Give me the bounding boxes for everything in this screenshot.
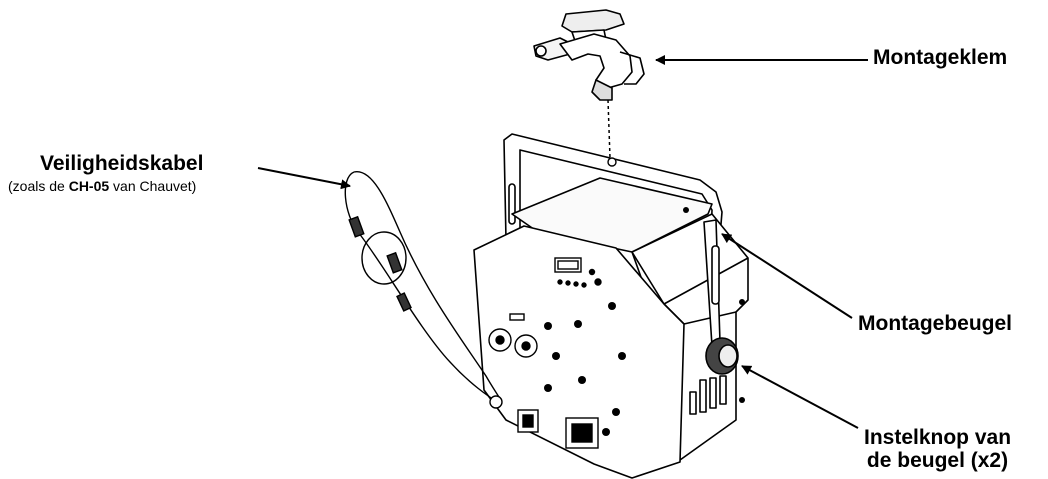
arrow-mounting-bracket bbox=[721, 233, 853, 319]
label-mounting-clamp: Montageklem bbox=[873, 46, 1008, 69]
note-model: CH-05 bbox=[68, 178, 110, 194]
mounting-clamp bbox=[533, 9, 645, 101]
label-safety-cable: Veiligheidskabel bbox=[40, 152, 204, 175]
cable-sleeve-2 bbox=[386, 251, 403, 274]
label-mounting-bracket: Montagebeugel bbox=[858, 312, 1013, 335]
clamp-dashed-line bbox=[607, 99, 611, 159]
label-safety-cable-note: (zoals de CH-05 van Chauvet) bbox=[8, 178, 196, 194]
arrow-safety-cable bbox=[257, 167, 351, 190]
note-suffix: van Chauvet) bbox=[109, 178, 197, 194]
cable-sleeve-1 bbox=[348, 215, 365, 238]
label-adjust-knob: Instelknop van de beugel (x2) bbox=[864, 426, 1011, 472]
note-prefix: (zoals de bbox=[8, 178, 69, 194]
label-adjust-knob-line1: Instelknop van bbox=[864, 426, 1012, 449]
cable-sleeve-3 bbox=[396, 292, 412, 312]
front-panel bbox=[488, 157, 745, 449]
arrow-adjust-knob bbox=[741, 365, 859, 429]
label-adjust-knob-line2: de beugel (x2) bbox=[866, 449, 1009, 473]
cable-carabiner-icon bbox=[489, 395, 503, 409]
safety-cable bbox=[344, 171, 503, 409]
